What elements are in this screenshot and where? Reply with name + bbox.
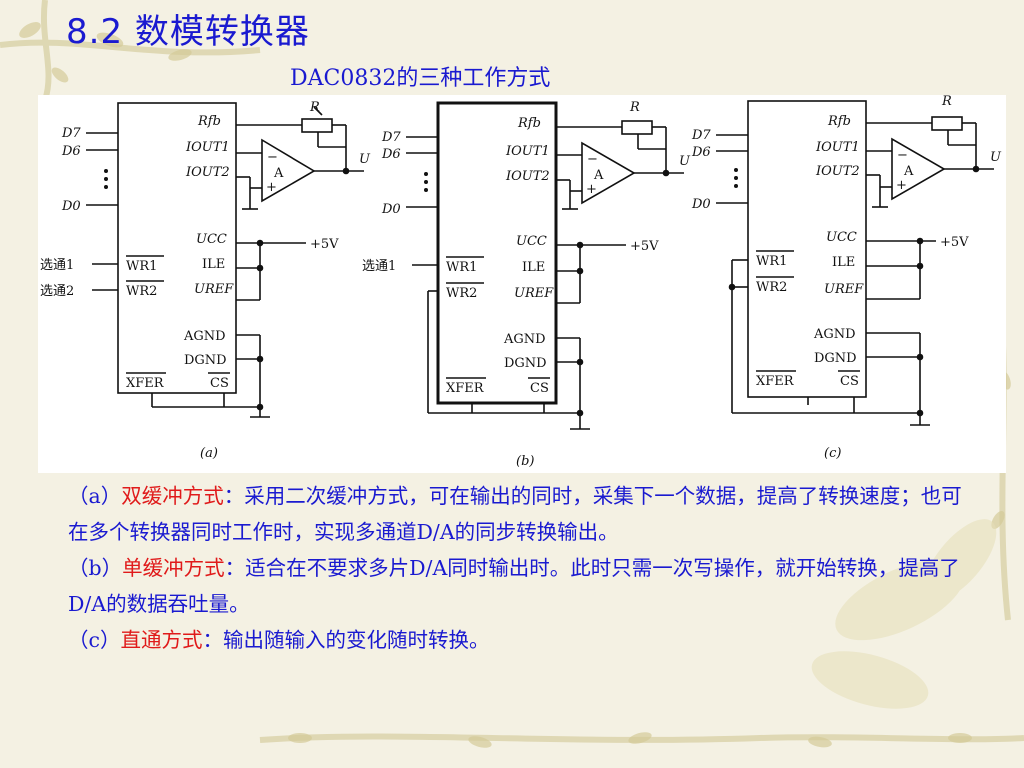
pin-label-d6: D6	[691, 145, 711, 160]
svg-text:+: +	[896, 178, 907, 193]
circuit-a: D7 D6 D0 选通1 选通2 Rfb IOUT1 IOUT2 UCC ILE…	[40, 100, 371, 461]
caption-c: (c)	[824, 446, 841, 461]
pin-ucc: UCC	[196, 232, 227, 247]
pin-dgnd: DGND	[184, 353, 227, 368]
pin-cs: CS	[840, 374, 859, 389]
svg-text:−: −	[897, 148, 908, 163]
op-amp-c	[891, 137, 946, 201]
pin-label-d7: D7	[381, 130, 401, 145]
circuit-svg: D7 D6 D0 选通1 选通2 Rfb IOUT1 IOUT2 UCC ILE…	[40, 95, 1002, 469]
pin-wr1: WR1	[126, 259, 157, 274]
dac-chip-b	[436, 101, 558, 405]
pin-iout2: IOUT2	[815, 164, 860, 179]
pin-label-d0: D0	[381, 202, 401, 217]
select-label-1: 选通1	[362, 259, 396, 274]
pin-dgnd: DGND	[504, 356, 547, 371]
pin-wr2: WR2	[756, 280, 787, 295]
mode-a-text: ：采用二次缓冲方式，可在输出的同时，采集下一个数据，提高了转换速度；也可在多个转…	[68, 484, 962, 544]
amp-label-b: A	[593, 168, 604, 183]
circuit-b: D7 D6 D0 选通1 Rfb IOUT1 IOUT2 UCC ILE URE…	[362, 100, 691, 469]
pin-wr1: WR1	[446, 260, 477, 275]
feedback-r-a: R	[309, 100, 320, 115]
pin-xfer: XFER	[126, 376, 165, 391]
dac-chip-c	[747, 100, 867, 398]
select-label-2: 选通2	[40, 284, 74, 299]
feedback-r-c: R	[941, 95, 952, 109]
feedback-r-b: R	[629, 100, 640, 115]
select-label-1: 选通1	[40, 258, 74, 273]
output-u-b: U	[679, 154, 691, 169]
pin-ile: ILE	[832, 255, 855, 270]
circuit-c: D7 D6 D0 Rfb IOUT1 IOUT2 UCC ILE UREF WR…	[691, 95, 1002, 461]
mode-b-prefix: （b）	[68, 556, 123, 580]
pin-wr2: WR2	[446, 286, 477, 301]
pin-ucc: UCC	[516, 234, 547, 249]
pin-iout2: IOUT2	[505, 169, 550, 184]
svg-text:+: +	[586, 182, 597, 197]
explanation-text: （a）双缓冲方式：采用二次缓冲方式，可在输出的同时，采集下一个数据，提高了转换速…	[68, 478, 968, 658]
dac-chip-a	[117, 102, 237, 394]
mode-b-paragraph: （b）单缓冲方式：适合在不要求多片D/A同时输出时。此时只需一次写操作，就开始转…	[68, 550, 968, 622]
circuit-diagram: D7 D6 D0 选通1 选通2 Rfb IOUT1 IOUT2 UCC ILE…	[38, 95, 1006, 473]
pin-wr2: WR2	[126, 284, 157, 299]
op-amp-a	[261, 138, 316, 203]
pin-label-d6: D6	[61, 144, 81, 159]
pin-agnd: AGND	[813, 327, 856, 342]
mode-c-name: 直通方式	[120, 628, 203, 652]
slide-subtitle: DAC0832的三种工作方式	[290, 66, 551, 91]
pin-uref: UREF	[514, 286, 554, 301]
op-amp-b	[581, 141, 636, 205]
pin-label-d6: D6	[381, 147, 401, 162]
supply-label-b: +5V	[630, 239, 659, 254]
pin-label-d7: D7	[691, 128, 711, 143]
svg-text:−: −	[267, 150, 278, 165]
pin-iout1: IOUT1	[505, 144, 550, 159]
pin-uref: UREF	[824, 282, 864, 297]
pin-xfer: XFER	[446, 381, 485, 396]
mode-c-paragraph: （c）直通方式：输出随输入的变化随时转换。	[68, 622, 968, 658]
mode-b-text: ：适合在不要求多片D/A同时输出时。此时只需一次写操作，就开始转换，提高了D/A…	[68, 556, 960, 616]
svg-text:−: −	[587, 152, 598, 167]
caption-b: (b)	[516, 454, 534, 469]
pin-ucc: UCC	[826, 230, 857, 245]
amp-label-c: A	[903, 164, 914, 179]
mode-a-paragraph: （a）双缓冲方式：采用二次缓冲方式，可在输出的同时，采集下一个数据，提高了转换速…	[68, 478, 968, 550]
pin-iout1: IOUT1	[185, 140, 230, 155]
pin-label-d0: D0	[691, 197, 711, 212]
svg-text:+: +	[266, 180, 277, 195]
pin-dgnd: DGND	[814, 351, 857, 366]
mode-b-name: 单缓冲方式	[122, 556, 225, 580]
pin-xfer: XFER	[756, 374, 795, 389]
pin-iout2: IOUT2	[185, 165, 230, 180]
pin-uref: UREF	[194, 282, 234, 297]
output-u-c: U	[990, 150, 1002, 165]
pin-rfb: Rfb	[197, 114, 221, 129]
pin-cs: CS	[530, 381, 549, 396]
output-u-a: U	[359, 152, 371, 167]
pin-agnd: AGND	[503, 332, 546, 347]
pin-rfb: Rfb	[827, 114, 851, 129]
mode-c-text: ：输出随输入的变化随时转换。	[202, 628, 490, 652]
pin-ile: ILE	[522, 260, 545, 275]
pin-ile: ILE	[202, 257, 225, 272]
pin-wr1: WR1	[756, 254, 787, 269]
slide-title: 8.2 数模转换器	[66, 12, 310, 52]
pin-label-d0: D0	[61, 199, 81, 214]
pin-agnd: AGND	[183, 329, 226, 344]
caption-a: (a)	[200, 446, 218, 461]
mode-a-name: 双缓冲方式	[121, 484, 224, 508]
supply-label-c: +5V	[940, 235, 969, 250]
pin-cs: CS	[210, 376, 229, 391]
amp-label-a: A	[273, 166, 284, 181]
pin-label-d7: D7	[61, 126, 81, 141]
mode-c-prefix: （c）	[68, 628, 121, 652]
supply-label-a: +5V	[310, 237, 339, 252]
mode-a-prefix: （a）	[68, 484, 122, 508]
pin-iout1: IOUT1	[815, 140, 860, 155]
pin-rfb: Rfb	[517, 116, 541, 131]
